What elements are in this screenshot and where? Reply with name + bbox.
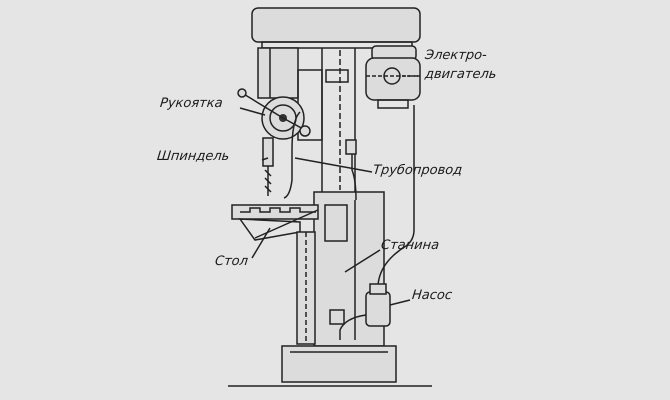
top-head xyxy=(251,7,421,43)
label-pump: Насос xyxy=(411,288,453,303)
label-motor-line2: двигатель xyxy=(424,67,498,82)
label-motor-line1: Электро- xyxy=(424,48,488,63)
spindle-head xyxy=(237,47,323,141)
spindle xyxy=(262,137,274,196)
pump xyxy=(329,283,391,340)
coolant-pipe xyxy=(283,111,301,199)
column xyxy=(321,48,356,200)
label-pipeline: Трубопровод xyxy=(372,163,463,178)
leader-lines xyxy=(239,75,420,306)
label-table: Стол xyxy=(214,254,249,269)
label-spindle: Шпиндель xyxy=(156,149,231,164)
cable xyxy=(377,105,415,286)
label-handle: Рукоятка xyxy=(159,96,224,111)
label-frame: Станина xyxy=(380,238,440,253)
motor xyxy=(365,45,421,109)
